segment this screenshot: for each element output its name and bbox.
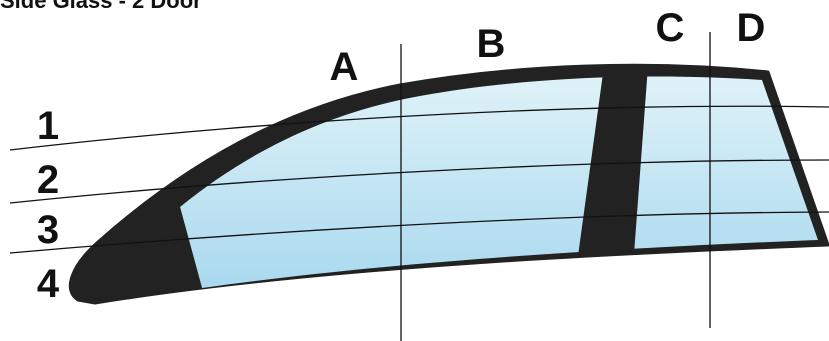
b-pillar — [578, 66, 648, 256]
row-label-3: 3 — [37, 208, 59, 252]
row-line-2 — [9, 159, 829, 204]
front-dark-corner — [77, 207, 202, 303]
column-label-a: A — [330, 45, 359, 89]
row-line-3 — [9, 211, 829, 254]
glass-pane — [180, 76, 818, 289]
column-label-c: C — [656, 6, 685, 50]
diagram-title: Side Glass - 2 Door — [0, 0, 202, 13]
row-label-2: 2 — [37, 158, 59, 202]
row-label-1: 1 — [37, 104, 59, 148]
column-label-b: B — [477, 22, 506, 66]
row-line-1 — [9, 105, 829, 151]
column-label-d: D — [737, 6, 766, 50]
row-label-4: 4 — [37, 262, 60, 306]
